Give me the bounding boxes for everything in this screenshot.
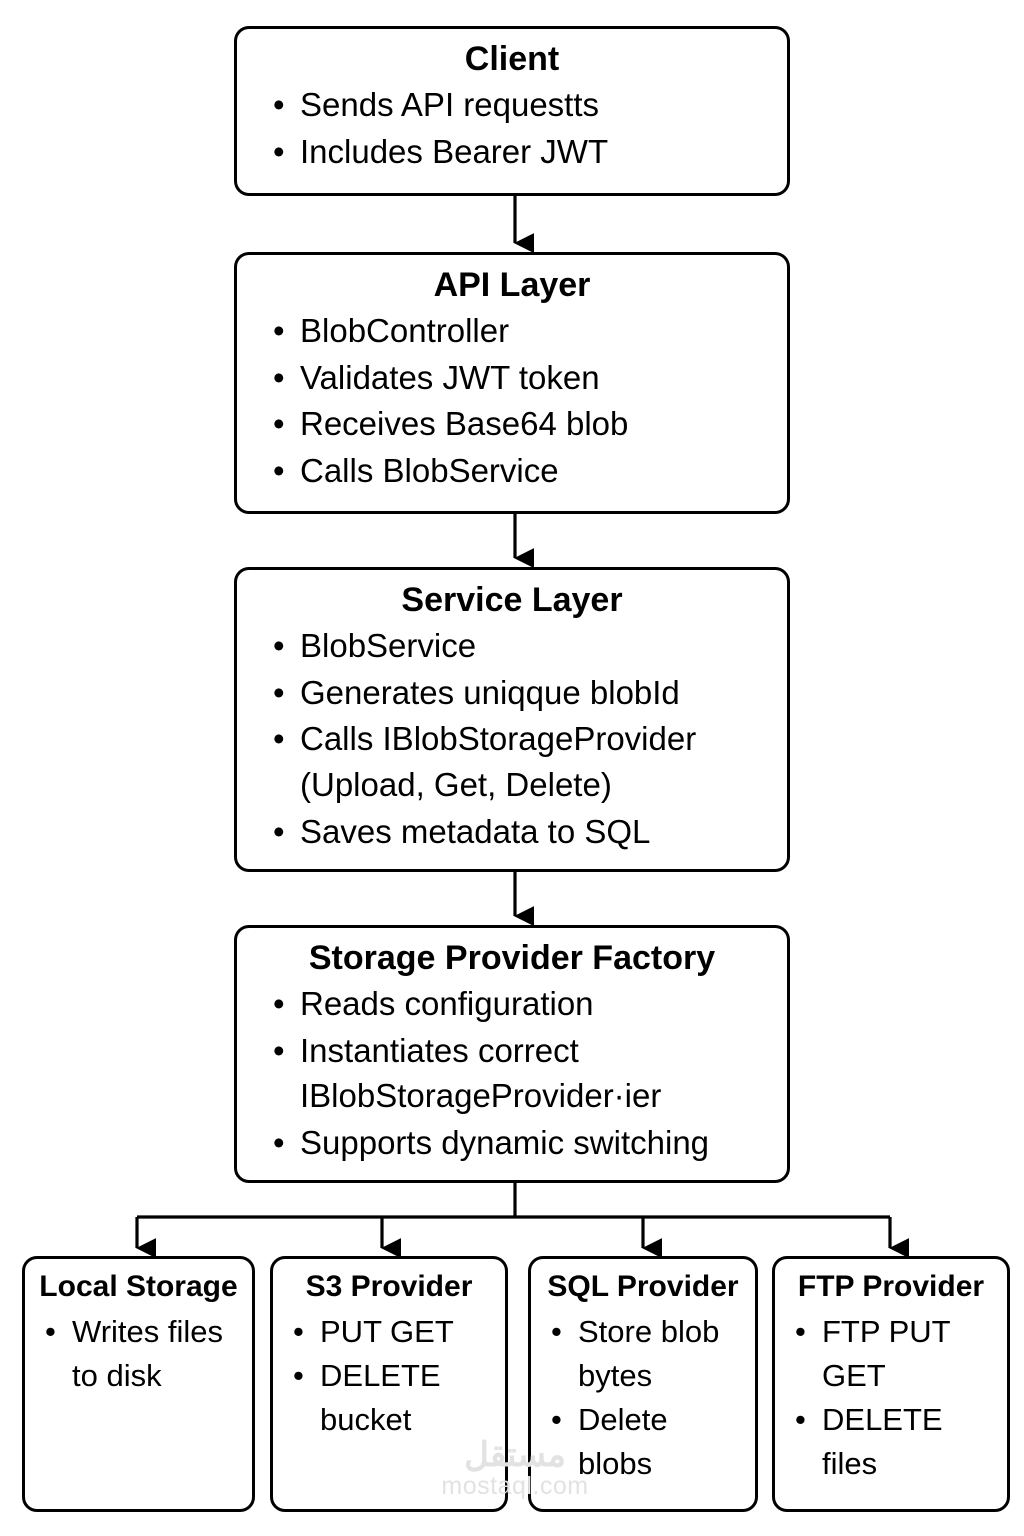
list-item: • FTP PUT GET (795, 1310, 1001, 1398)
node-api-layer-title: API Layer (433, 266, 591, 304)
bullet-text: FTP PUT GET (822, 1313, 951, 1393)
list-item: • PUT GET (293, 1310, 499, 1354)
bullet-dot-icon: • (273, 132, 285, 170)
list-item: • DELETE bucket (293, 1354, 499, 1442)
bullet-text: DELETE files (822, 1401, 943, 1481)
node-s3-provider[interactable]: S3 Provider • PUT GET • DELETE bucket (270, 1256, 508, 1512)
bullet-text: Generates uniqque blobId (300, 673, 680, 711)
node-storage-provider-factory-title: Storage Provider Factory (308, 939, 716, 977)
bullet-dot-icon: • (273, 312, 285, 350)
bullet-text: Instantiates correct IBlobStorageProvide… (300, 1031, 662, 1115)
bullet-dot-icon: • (273, 673, 285, 711)
list-item: • Calls BlobService (273, 448, 777, 494)
bullet-dot-icon: • (273, 405, 285, 443)
bullet-text: PUT GET (320, 1313, 454, 1349)
bullet-text: BlobController (300, 312, 510, 350)
node-ftp-provider[interactable]: FTP Provider • FTP PUT GET • DELETE file… (772, 1256, 1010, 1512)
bullet-dot-icon: • (273, 1124, 285, 1161)
node-s3-provider-title: S3 Provider (305, 1270, 473, 1303)
bullet-text: Supports dynamic switching (300, 1124, 710, 1161)
node-service-layer-title: Service Layer (401, 581, 623, 619)
bullet-text: Calls BlobService (300, 452, 559, 489)
node-sql-provider[interactable]: SQL Provider • Store blob bytes • Delete… (528, 1256, 758, 1512)
node-sql-provider-title: SQL Provider (547, 1270, 739, 1303)
bullet-dot-icon: • (273, 627, 285, 665)
node-api-layer-bullets: • BlobController • Validates JWT token •… (237, 308, 787, 493)
node-client-title: Client (464, 40, 560, 78)
bullet-dot-icon: • (273, 1031, 285, 1069)
list-item: • BlobService (273, 623, 777, 669)
bullet-text: Delete blobs (578, 1401, 668, 1481)
list-item: • BlobController (273, 308, 777, 354)
node-ftp-provider-bullets: • FTP PUT GET • DELETE files (775, 1310, 1007, 1486)
bullet-dot-icon: • (45, 1313, 56, 1349)
list-item: • Sends API requestts (273, 82, 777, 128)
list-item: • Receives Base64 blob (273, 401, 777, 447)
list-item: • Validates JWT token (273, 355, 777, 401)
bullet-text: Reads configuration (300, 985, 594, 1023)
bullet-dot-icon: • (273, 452, 285, 489)
node-client[interactable]: Client • Sends API requestts • Includes … (234, 26, 790, 196)
list-item: • Writes files to disk (45, 1310, 246, 1398)
bullet-dot-icon: • (293, 1357, 304, 1393)
node-ftp-provider-title: FTP Provider (797, 1270, 985, 1303)
list-item: • Includes Bearer JWT (273, 129, 777, 175)
bullet-text: Validates JWT token (300, 358, 600, 396)
list-item: • Reads configuration (273, 981, 777, 1027)
bullet-text: BlobService (300, 627, 477, 665)
bullet-text: Calls IBlobStorageProvider (Upload, Get,… (300, 720, 697, 803)
list-item: • Saves metadata to SQL (273, 809, 777, 855)
bullet-text: DELETE bucket (320, 1357, 441, 1437)
node-storage-provider-factory[interactable]: Storage Provider Factory • Reads configu… (234, 925, 790, 1183)
bullet-text: Includes Bearer JWT (300, 132, 609, 170)
bullet-text: Sends API requestts (300, 86, 600, 124)
list-item: • Supports dynamic switching (273, 1120, 777, 1166)
bullet-dot-icon: • (273, 812, 285, 850)
node-service-layer[interactable]: Service Layer • BlobService • Generates … (234, 567, 790, 872)
bullet-dot-icon: • (293, 1313, 304, 1349)
bullet-dot-icon: • (273, 86, 285, 124)
list-item: • DELETE files (795, 1398, 1001, 1486)
node-local-storage-bullets: • Writes files to disk (25, 1310, 252, 1398)
node-local-storage[interactable]: Local Storage • Writes files to disk (22, 1256, 255, 1512)
bullet-text: Saves metadata to SQL (300, 812, 651, 850)
node-sql-provider-bullets: • Store blob bytes • Delete blobs (531, 1310, 755, 1486)
bullet-dot-icon: • (551, 1401, 562, 1437)
node-api-layer[interactable]: API Layer • BlobController • Validates J… (234, 252, 790, 514)
bullet-dot-icon: • (551, 1313, 562, 1349)
node-service-layer-bullets: • BlobService • Generates uniqque blobId… (237, 623, 787, 854)
node-client-bullets: • Sends API requestts • Includes Bearer … (237, 82, 787, 174)
list-item: • Store blob bytes (551, 1310, 749, 1398)
list-item: • Generates uniqque blobId (273, 670, 777, 716)
list-item: • Calls IBlobStorageProvider (Upload, Ge… (273, 716, 777, 807)
list-item: • Delete blobs (551, 1398, 749, 1486)
node-local-storage-title: Local Storage (39, 1270, 238, 1303)
node-s3-provider-bullets: • PUT GET • DELETE bucket (273, 1310, 505, 1442)
list-item: • Instantiates correct IBlobStorageProvi… (273, 1028, 777, 1119)
bullet-dot-icon: • (273, 720, 285, 758)
bullet-dot-icon: • (795, 1313, 806, 1349)
bullet-dot-icon: • (273, 358, 285, 396)
node-storage-provider-factory-bullets: • Reads configuration • Instantiates cor… (237, 981, 787, 1165)
bullet-dot-icon: • (273, 985, 285, 1023)
bullet-dot-icon: • (795, 1401, 806, 1437)
bullet-text: Writes files to disk (72, 1313, 224, 1393)
bullet-text: Receives Base64 blob (300, 405, 629, 443)
bullet-text: Store blob bytes (578, 1313, 720, 1393)
